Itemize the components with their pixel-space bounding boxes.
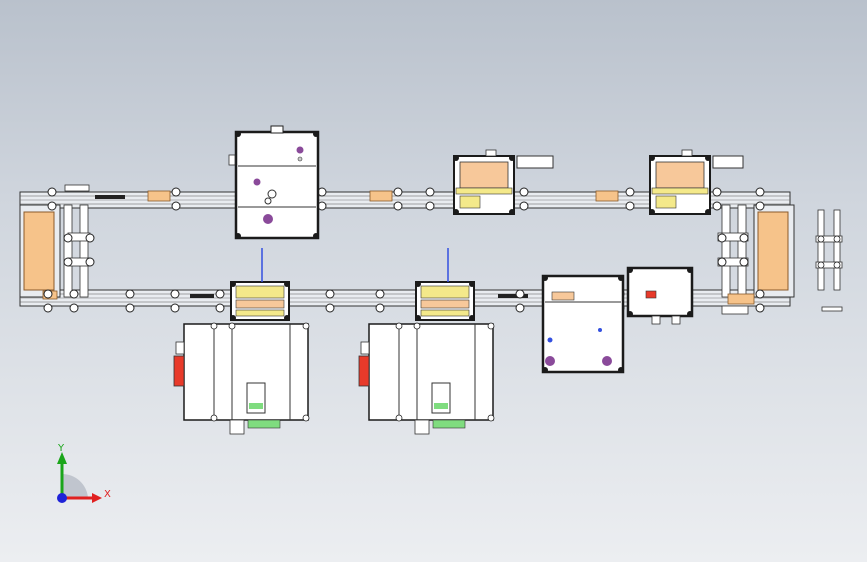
left-transfer-unit[interactable]	[19, 204, 91, 298]
coordinate-triad: Y X	[57, 443, 111, 503]
station-machine-a[interactable]	[228, 125, 320, 240]
station-machine-h[interactable]	[541, 274, 625, 374]
cabinet-f[interactable]	[173, 322, 310, 435]
y-axis-arrow-icon	[57, 452, 67, 464]
station-top-b[interactable]	[453, 149, 554, 215]
station-machine-i[interactable]	[626, 266, 694, 325]
station-top-c[interactable]	[649, 149, 744, 215]
x-axis-label: X	[104, 489, 111, 500]
z-axis-icon	[57, 493, 67, 503]
detached-fixture[interactable]	[815, 209, 843, 312]
right-transfer-unit[interactable]	[717, 204, 795, 315]
conveyor-loop[interactable]	[19, 184, 795, 315]
y-axis-label: Y	[57, 443, 65, 454]
fixture-bottom-d[interactable]	[230, 248, 290, 321]
cabinet-g[interactable]	[358, 322, 495, 435]
fixture-bottom-e[interactable]	[415, 248, 475, 321]
x-axis-arrow-icon	[92, 493, 102, 503]
